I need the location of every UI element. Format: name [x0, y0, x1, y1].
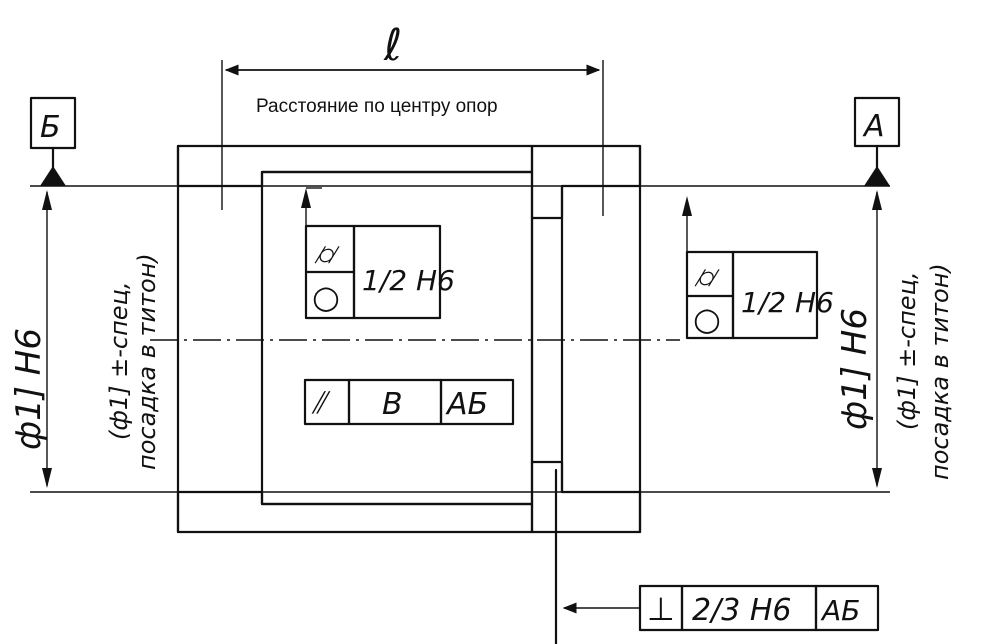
housing-left-bore — [260, 170, 534, 506]
fit-note-right-line2: посадка в титон) — [926, 263, 954, 480]
bore-dimension-right-label: ф1] Н6 — [835, 308, 875, 430]
fit-note-right-line1: (ф1] ±-спец, — [893, 271, 921, 430]
coaxiality-symbol: ⫽ — [311, 386, 331, 421]
coaxiality-datum: АБ — [445, 387, 488, 422]
span-caption: Расстояние по центру опор — [256, 96, 498, 117]
coaxiality-frame: ⫽ В АБ — [303, 378, 515, 426]
datum-a-label: А — [862, 109, 885, 144]
housing-right-bottom-hatch — [530, 460, 642, 534]
perpendicularity-tolerance: 2/3 Н6 — [692, 593, 791, 628]
housing-right — [530, 144, 642, 534]
housing-left-bottom-hatch — [176, 490, 534, 534]
left-frame-symbol-bottom: ○ — [312, 278, 340, 316]
form-tolerance-frame-left: ⌭ ○ 1/2 Н6 — [301, 187, 455, 320]
housing-right-top-hatch — [530, 144, 642, 220]
housing-left-top-hatch — [176, 144, 534, 188]
datum-a: А — [853, 96, 901, 186]
housing-left — [176, 144, 534, 534]
span-dimension: ℓ Расстояние по центру опор — [221, 20, 604, 216]
left-frame-symbol-top: ⌭ — [314, 237, 340, 272]
datum-b: Б — [29, 96, 77, 186]
coaxiality-tolerance: В — [382, 387, 403, 422]
perpendicularity-symbol: ⊥ — [647, 590, 675, 628]
fit-note-left-line2: посадка в титон) — [133, 253, 161, 470]
right-frame-symbol-top: ⌭ — [694, 260, 720, 295]
datum-b-label: Б — [40, 110, 61, 145]
span-symbol: ℓ — [383, 20, 402, 71]
form-tolerance-frame-right: ⌭ ○ 1/2 Н6 — [682, 196, 834, 340]
bore-dimension-left: ф1] Н6 (ф1] ±-спец, посадка в титон) — [9, 190, 161, 488]
perpendicularity-frame: ⊥ 2/3 Н6 АБ — [554, 468, 880, 644]
bore-dimension-right: ф1] Н6 (ф1] ±-спец, посадка в титон) — [835, 190, 954, 488]
fit-note-left-line1: (ф1] ±-спец, — [105, 281, 133, 440]
right-frame-symbol-bottom: ○ — [693, 300, 721, 338]
right-frame-tolerance: 1/2 Н6 — [741, 286, 834, 319]
perpendicularity-datum: АБ — [820, 594, 860, 627]
left-frame-tolerance: 1/2 Н6 — [362, 264, 455, 297]
bore-dimension-left-label: ф1] Н6 — [9, 328, 49, 450]
